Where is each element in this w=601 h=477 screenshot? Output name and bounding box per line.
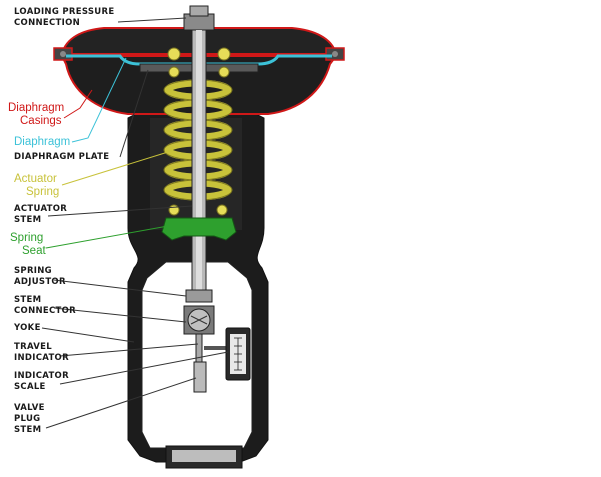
label-line: Seat <box>22 245 46 257</box>
leader-diaphragm-plate <box>119 69 149 158</box>
label-line: YOKE <box>14 323 41 333</box>
label-line: Diaphragm <box>14 136 71 148</box>
indicator-scale-plate <box>225 327 251 381</box>
spring-seat-shape <box>161 217 237 241</box>
label-line: DIAPHRAGM PLATE <box>14 152 110 162</box>
label-spring-seat: Spring Seat <box>10 232 46 258</box>
leader-valve-plug-stem <box>45 377 197 429</box>
label-line: TRAVEL <box>14 342 52 352</box>
label-line: Spring <box>10 232 44 244</box>
label-line: Actuator <box>14 173 57 185</box>
label-line: CONNECTION <box>14 18 81 28</box>
leader-diaphragm-casings <box>63 89 93 119</box>
label-loading-pressure-connection: LOADING PRESSURE CONNECTION <box>14 7 114 29</box>
leader-actuator-spring <box>61 151 169 186</box>
label-yoke: YOKE <box>14 323 41 334</box>
label-line: Spring <box>26 186 60 198</box>
label-line: ADJUSTOR <box>14 277 66 287</box>
label-diaphragm-casings: Diaphragm Casings <box>8 102 64 128</box>
label-line: ACTUATOR <box>14 204 68 214</box>
leader-diaphragm <box>71 57 127 143</box>
label-line: INDICATOR <box>14 353 69 363</box>
label-diaphragm: Diaphragm <box>14 136 70 149</box>
label-line: INDICATOR <box>14 371 69 381</box>
label-spring-adjustor: SPRING ADJUSTOR <box>14 266 66 288</box>
label-travel-indicator: TRAVEL INDICATOR <box>14 342 69 364</box>
label-line: STEM <box>14 295 42 305</box>
label-actuator-stem: ACTUATOR STEM <box>14 204 67 226</box>
leader-actuator-stem <box>47 205 193 217</box>
leader-loading-pressure <box>117 17 187 23</box>
spring-adjustor-nut <box>185 289 213 303</box>
label-line: VALVE <box>14 403 45 413</box>
label-stem-connector: STEM CONNECTOR <box>14 295 76 317</box>
label-line: SPRING <box>14 266 52 276</box>
label-valve-plug-stem: VALVE PLUG STEM <box>14 403 45 436</box>
label-indicator-scale: INDICATOR SCALE <box>14 371 69 393</box>
leader-spring-adjustor <box>53 279 187 297</box>
label-actuator-spring: Actuator Spring <box>14 173 59 199</box>
label-line: LOADING PRESSURE <box>14 7 115 17</box>
label-line: STEM <box>14 215 42 225</box>
leader-yoke <box>41 327 135 343</box>
leader-spring-seat <box>45 225 169 249</box>
leader-stem-connector <box>53 307 187 323</box>
label-line: STEM <box>14 425 42 435</box>
valve-plug-stem-rod <box>193 361 207 393</box>
label-line: Casings <box>20 115 62 127</box>
label-line: CONNECTOR <box>14 306 77 316</box>
leader-indicator-scale <box>59 351 229 385</box>
label-line: SCALE <box>14 382 46 392</box>
label-line: PLUG <box>14 414 41 424</box>
label-diaphragm-plate: DIAPHRAGM PLATE <box>14 152 109 163</box>
travel-indicator-pointer <box>195 333 203 365</box>
leader-travel-indicator <box>59 343 199 357</box>
label-line: Diaphragm <box>8 102 65 114</box>
